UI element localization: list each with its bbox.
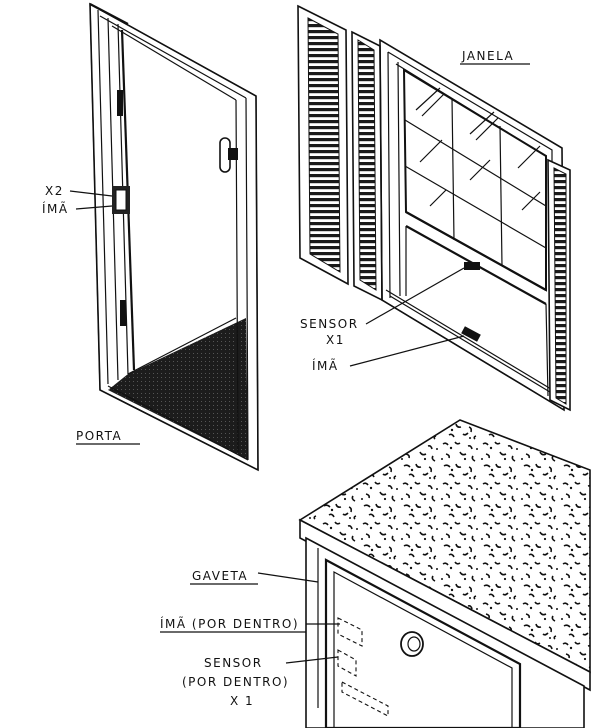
door-magnet-label: ÍMÃ — [42, 201, 69, 216]
door-hinge-bottom — [120, 300, 126, 326]
drawer-x1-label: X 1 — [230, 694, 254, 708]
window-illustration — [297, 4, 571, 412]
drawer-hidden-magnet — [337, 617, 363, 647]
window-sensor-label: SENSOR — [300, 317, 359, 331]
door-illustration — [89, 2, 259, 472]
drawer-title-label: GAVETA — [192, 569, 248, 583]
drawer-inside-label: (POR DENTRO) — [182, 675, 289, 689]
cabinet-illustration — [298, 419, 591, 728]
window-sensor — [464, 262, 480, 270]
door-title-label: PORTA — [76, 429, 122, 443]
door-hinge-top — [117, 90, 123, 116]
door-x2-label: X2 — [45, 184, 64, 198]
window-magnet-label: ÍMÃ — [312, 358, 339, 373]
window-title-label: JANELA — [461, 49, 514, 63]
window-x1-label: X1 — [326, 333, 345, 347]
drawer-magnet-label: ÍMÃ (POR DENTRO) — [160, 616, 299, 631]
door-floor — [108, 318, 248, 460]
drawer-hidden-sensor — [337, 649, 357, 677]
window-magnet — [461, 326, 481, 342]
drawer-sensor-label: SENSOR — [204, 656, 263, 670]
